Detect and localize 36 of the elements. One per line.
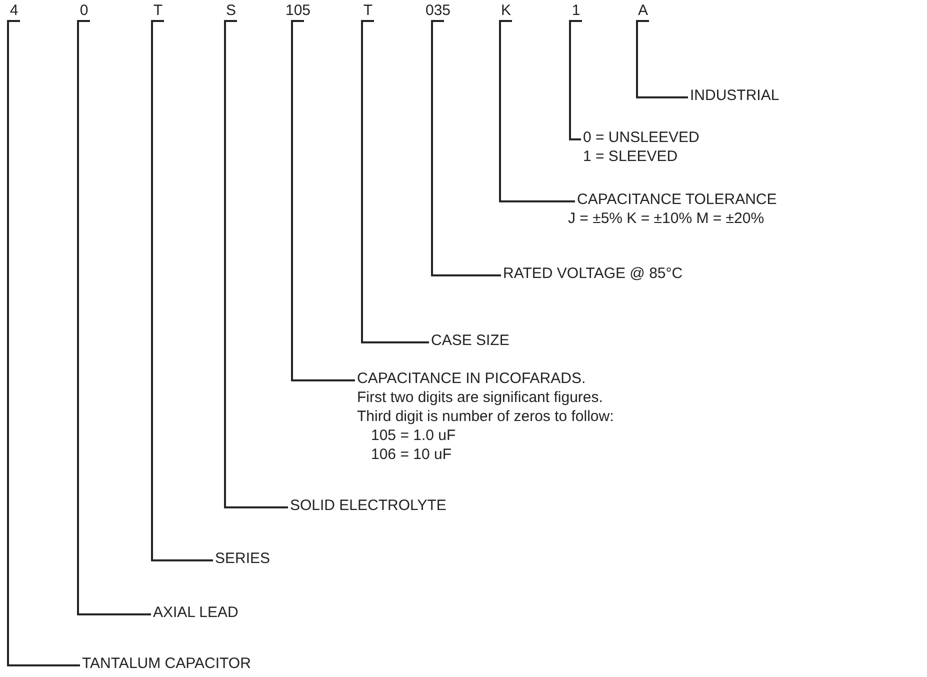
leader-line bbox=[636, 20, 688, 98]
part-code: T bbox=[149, 2, 167, 20]
description-label: INDUSTRIAL bbox=[690, 86, 780, 105]
description-note: 106 = 10 uF bbox=[371, 445, 452, 464]
description-note: Third digit is number of zeros to follow: bbox=[357, 407, 614, 426]
description-label: SOLID ELECTROLYTE bbox=[290, 496, 446, 515]
description-label: SERIES bbox=[215, 549, 270, 568]
leader-line bbox=[499, 20, 575, 202]
part-code: 035 bbox=[419, 2, 457, 20]
description-label: CAPACITANCE TOLERANCE bbox=[577, 190, 777, 209]
description-label: AXIAL LEAD bbox=[153, 603, 238, 622]
description-note: J = ±5% K = ±10% M = ±20% bbox=[568, 209, 766, 228]
leader-line bbox=[7, 20, 80, 666]
part-code: 0 bbox=[75, 2, 93, 20]
description-label: CAPACITANCE IN PICOFARADS. bbox=[357, 369, 587, 388]
description-label: CASE SIZE bbox=[431, 331, 510, 350]
description-note: First two digits are significant figures. bbox=[357, 388, 604, 407]
description-note: 105 = 1.0 uF bbox=[371, 426, 457, 445]
leader-line bbox=[361, 20, 429, 344]
part-code: 4 bbox=[5, 2, 23, 20]
part-code: 1 bbox=[567, 2, 585, 20]
description-label: TANTALUM CAPACITOR bbox=[82, 654, 251, 673]
leader-line bbox=[151, 20, 213, 562]
description-note: 1 = SLEEVED bbox=[583, 147, 679, 166]
description-label: 0 = UNSLEEVED bbox=[583, 128, 700, 147]
leader-line bbox=[291, 20, 355, 382]
part-code: A bbox=[634, 2, 652, 20]
part-code: K bbox=[497, 2, 515, 20]
part-code: S bbox=[222, 2, 240, 20]
leader-line bbox=[431, 20, 501, 276]
part-code: T bbox=[359, 2, 377, 20]
leader-line bbox=[77, 20, 151, 616]
description-label: RATED VOLTAGE @ 85°C bbox=[503, 264, 683, 283]
leader-line bbox=[224, 20, 288, 508]
leader-line bbox=[569, 20, 582, 140]
part-code: 105 bbox=[279, 2, 317, 20]
